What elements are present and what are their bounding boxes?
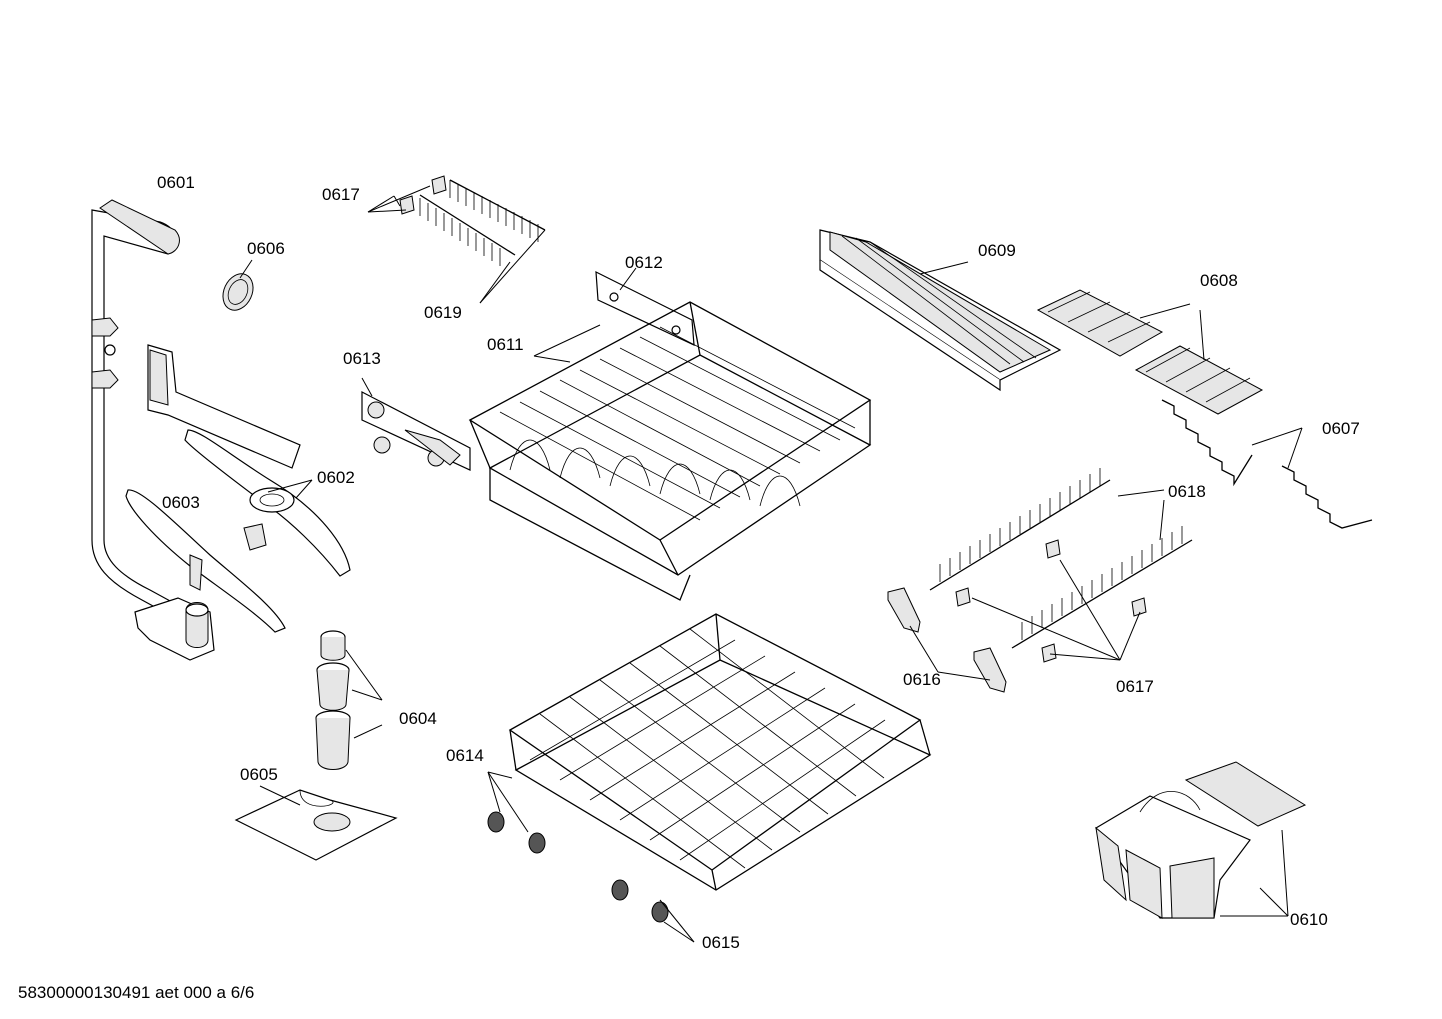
part-0609-cutlery-tray <box>819 229 1062 392</box>
label-0607: 0607 <box>1322 419 1360 438</box>
label-0609: 0609 <box>978 241 1016 260</box>
label-0602: 0602 <box>317 468 355 487</box>
label-0606: 0606 <box>247 239 285 258</box>
part-0611-upper-rack <box>468 301 872 601</box>
part-labels: 0601 0606 0617 0619 0612 0613 0611 0602 … <box>157 173 1360 952</box>
part-0616-clips <box>887 587 1007 693</box>
label-0610: 0610 <box>1290 910 1328 929</box>
label-0619: 0619 <box>424 303 462 322</box>
label-0617-top: 0617 <box>322 185 360 204</box>
label-0618: 0618 <box>1168 482 1206 501</box>
label-0608: 0608 <box>1200 271 1238 290</box>
part-0619-tine-strip <box>399 175 546 266</box>
part-0608-grids <box>1036 289 1264 415</box>
part-0610-cutlery-basket <box>1095 761 1307 919</box>
part-0606-cap <box>222 273 254 311</box>
part-0603-spray-arm <box>125 489 286 633</box>
part-0613-roller-adjuster <box>361 391 471 471</box>
document-footer: 58300000130491 aet 000 a 6/6 <box>18 983 254 1002</box>
part-0601-supply-pipe <box>91 199 215 661</box>
part-0618-tine-racks <box>929 468 1193 663</box>
part-0612-bracket <box>595 270 695 346</box>
part-0605-cover <box>234 789 398 861</box>
label-0611: 0611 <box>487 335 524 354</box>
label-0604: 0604 <box>399 709 437 728</box>
label-0617-right: 0617 <box>1116 677 1154 696</box>
label-0616: 0616 <box>903 670 941 689</box>
part-0614-lower-rack <box>508 613 932 891</box>
label-0603: 0603 <box>162 493 200 512</box>
label-0605: 0605 <box>240 765 278 784</box>
label-0612: 0612 <box>625 253 663 272</box>
label-0614: 0614 <box>446 746 484 765</box>
part-0602-spray-arm <box>147 344 351 577</box>
part-0604-filters <box>315 630 351 770</box>
part-0607-strips <box>1161 399 1373 529</box>
label-0613: 0613 <box>343 349 381 368</box>
label-0615: 0615 <box>702 933 740 952</box>
leader-lines <box>239 185 1303 943</box>
part-0615-wheels <box>487 811 669 923</box>
label-0601: 0601 <box>157 173 195 192</box>
